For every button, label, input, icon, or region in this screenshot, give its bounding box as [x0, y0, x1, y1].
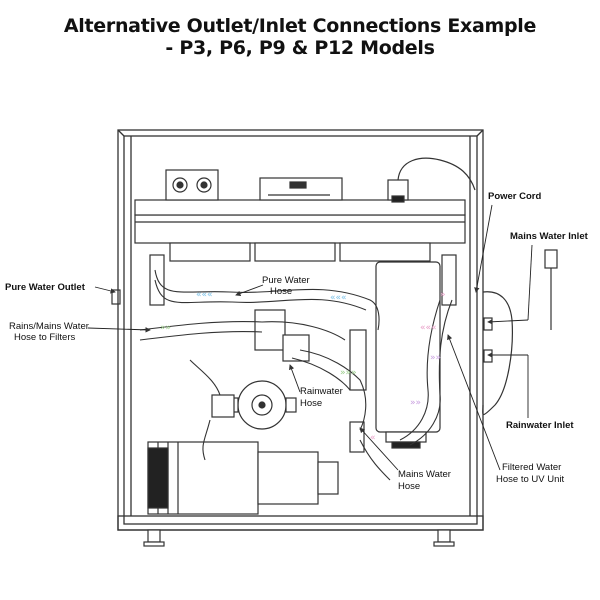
rains-mains-hose-label-2: Hose to Filters	[14, 332, 75, 343]
svg-text:»»: »»	[410, 398, 421, 408]
top-shelf	[134, 199, 466, 244]
mains-water-hose-label-2: Hose	[398, 481, 420, 492]
flow-switch-block	[165, 169, 219, 201]
flow-arrows-rain: » ««« «	[370, 290, 446, 443]
svg-text:»»»: »»»	[340, 368, 357, 378]
power-socket	[387, 157, 476, 203]
svg-text:«««: «««	[330, 293, 347, 303]
diagram-title-line-1: Alternative Outlet/Inlet Connections Exa…	[63, 15, 537, 37]
fittings	[149, 254, 457, 453]
svg-text:»: »	[440, 290, 446, 300]
rainwater-hose-label-1: Rainwater	[300, 386, 343, 397]
rains-mains-hose-label-1: Rains/Mains Water	[9, 321, 89, 332]
filtered-water-hose-label-2: Hose to UV Unit	[496, 474, 564, 485]
leader-lines	[87, 204, 533, 471]
filtered-water-hose-label-1: Filtered Water	[502, 462, 561, 473]
svg-text:«««: «««	[196, 290, 213, 300]
hoses	[139, 269, 453, 481]
svg-text:«: «	[370, 433, 376, 443]
pure-water-hose-label-2: Hose	[270, 286, 292, 297]
pure-water-hose-label-1: Pure Water	[262, 275, 310, 286]
mains-water-hose-label-1: Mains Water	[398, 469, 451, 480]
cabinet-frame	[117, 129, 484, 531]
flow-arrows-filtered: »» »»	[410, 353, 441, 408]
svg-text:»»: »»	[160, 323, 171, 333]
flow-arrows-pure: ««« «««	[196, 290, 347, 303]
pump-unit	[147, 441, 339, 515]
svg-text:«««: «««	[420, 323, 437, 333]
mains-water-inlet-label: Mains Water Inlet	[510, 231, 589, 242]
rainwater-inlet-label: Rainwater Inlet	[506, 420, 574, 431]
power-cord-label: Power Cord	[488, 191, 542, 202]
pure-water-outlet-label: Pure Water Outlet	[5, 282, 86, 293]
cabinet-feet	[143, 529, 455, 547]
diagram-title-line-2: - P3, P6, P9 & P12 Models	[165, 37, 435, 59]
svg-text:»»: »»	[430, 353, 441, 363]
filter-housings	[169, 242, 431, 262]
flow-arrows-mains: »» »»»	[160, 323, 357, 378]
rainwater-hose-label-2: Hose	[300, 398, 322, 409]
pressure-flange	[227, 380, 297, 430]
controller-box	[259, 177, 343, 201]
